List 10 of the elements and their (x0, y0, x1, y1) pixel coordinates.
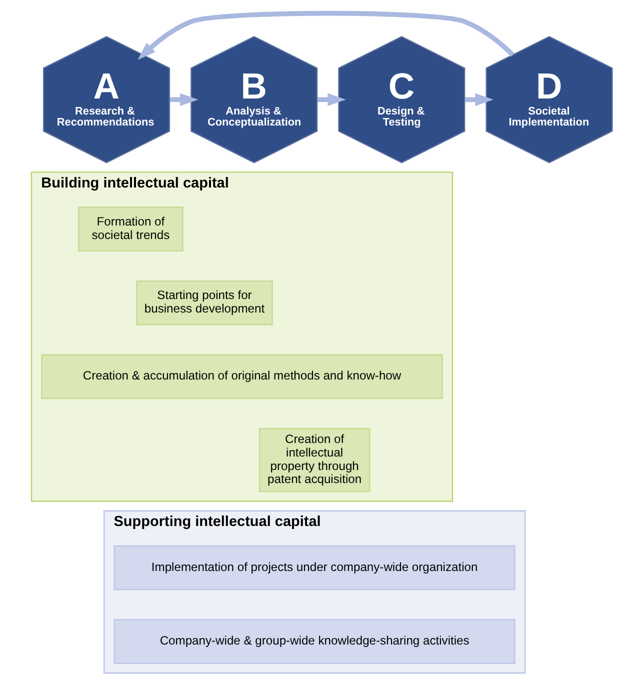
node-box: Starting points for business development (136, 280, 273, 326)
node-box: Formation of societal trends (78, 206, 184, 252)
node-box: Creation & accumulation of original methods and know-how (41, 354, 443, 400)
node-box: Implementation of projects under company-wide organization (114, 545, 516, 590)
arrow (138, 10, 514, 60)
arrow (465, 93, 494, 106)
arrow (318, 93, 346, 106)
node-box: Creation of intellectual property through patent acquisition (258, 428, 370, 492)
arrow (170, 93, 198, 106)
node-box: Company-wide & group-wide knowledge-sharing activities (114, 619, 516, 664)
